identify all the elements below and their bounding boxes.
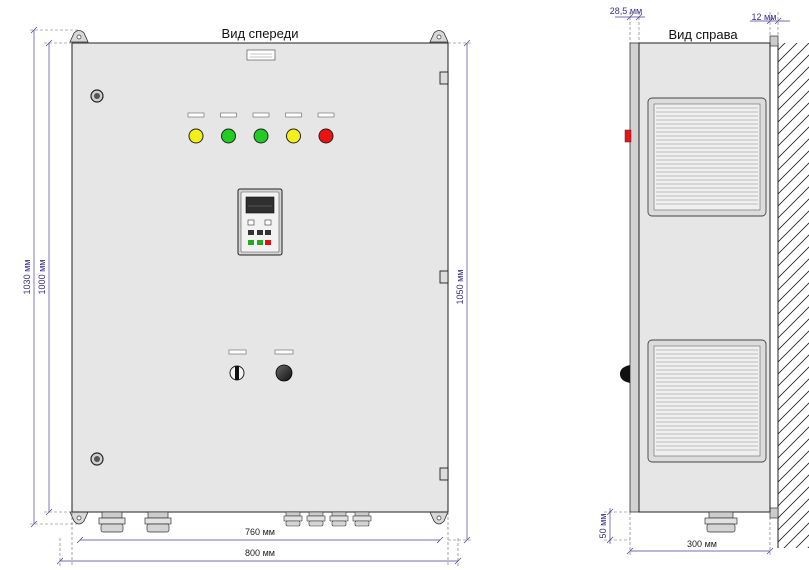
wall-bracket-top	[769, 35, 779, 47]
keypad-run-button	[248, 240, 254, 245]
lamp-label-plate	[187, 112, 205, 118]
black-push-button	[275, 364, 293, 382]
hinge-top	[439, 71, 449, 85]
front-nameplate	[246, 49, 276, 61]
selector-label-plate	[228, 349, 247, 355]
mounting-bracket-bottom-right	[429, 511, 449, 525]
hinge-bottom	[439, 467, 449, 481]
ventilation-grille-bottom	[647, 339, 767, 463]
lamp-label-plate	[252, 112, 270, 118]
side-cable-gland	[704, 511, 738, 533]
button-label-plate	[274, 349, 294, 355]
indicator-lamp-5	[318, 128, 334, 144]
front-view: Вид спереди	[22, 26, 472, 566]
cable-gland-small-1	[283, 511, 303, 527]
mounting-bracket-top-right	[429, 30, 449, 43]
wall-bracket-bottom	[769, 507, 779, 519]
dim-height-outer: 1030 мм	[22, 260, 32, 295]
selector-switch-icon	[229, 365, 245, 381]
keypad-stop-button	[265, 240, 271, 245]
door-lock-top	[90, 89, 104, 103]
hinge-middle	[439, 270, 449, 284]
cable-gland-small-2	[306, 511, 326, 527]
indicator-lamp-1	[188, 128, 204, 144]
side-view: Вид справа	[598, 6, 809, 556]
indicator-lamp-3	[253, 128, 269, 144]
frequency-converter-keypad	[237, 188, 283, 256]
dim-wall-gap: 12 мм	[752, 12, 777, 22]
lamp-label-plate	[220, 112, 237, 118]
cable-gland-small-4	[352, 511, 372, 527]
dim-height-total: 1050 мм	[455, 270, 465, 305]
front-dimensions: 1030 мм 1000 мм 1050 мм 760 мм 800 мм	[22, 26, 472, 566]
side-red-lamp-icon	[624, 129, 632, 143]
cable-gland-large-2	[144, 511, 172, 533]
ventilation-grille-top	[647, 97, 767, 217]
side-view-title: Вид справа	[668, 27, 738, 42]
mounting-bracket-bottom-left	[69, 511, 89, 525]
dim-width-total: 800 мм	[245, 548, 275, 558]
keypad-display	[245, 196, 275, 214]
front-cabinet-body	[71, 42, 449, 513]
cable-gland-small-3	[329, 511, 349, 527]
dim-depth: 300 мм	[687, 539, 717, 549]
front-view-title: Вид спереди	[222, 26, 299, 41]
keypad-fwd-button	[257, 240, 263, 245]
side-dimensions: 28,5 мм 12 мм 300 мм 50 мм	[598, 6, 790, 556]
dim-bottom: 50 мм	[598, 514, 608, 539]
indicator-lamp-4	[286, 128, 301, 144]
lamp-label-plate	[285, 112, 302, 118]
mounting-bracket-top-left	[69, 30, 89, 43]
wall-hatch	[778, 43, 809, 548]
dim-door-offset: 28,5 мм	[610, 6, 642, 16]
door-lock-bottom	[90, 452, 104, 466]
indicator-lamp-2	[221, 128, 236, 144]
cable-gland-large-1	[98, 511, 126, 533]
dim-height-body: 1000 мм	[37, 260, 47, 295]
dim-width-body: 760 мм	[245, 527, 275, 537]
lamp-label-plate	[317, 112, 335, 118]
indicator-lamps	[187, 112, 335, 144]
side-door-edge	[629, 42, 640, 513]
side-black-button-icon	[620, 365, 630, 383]
